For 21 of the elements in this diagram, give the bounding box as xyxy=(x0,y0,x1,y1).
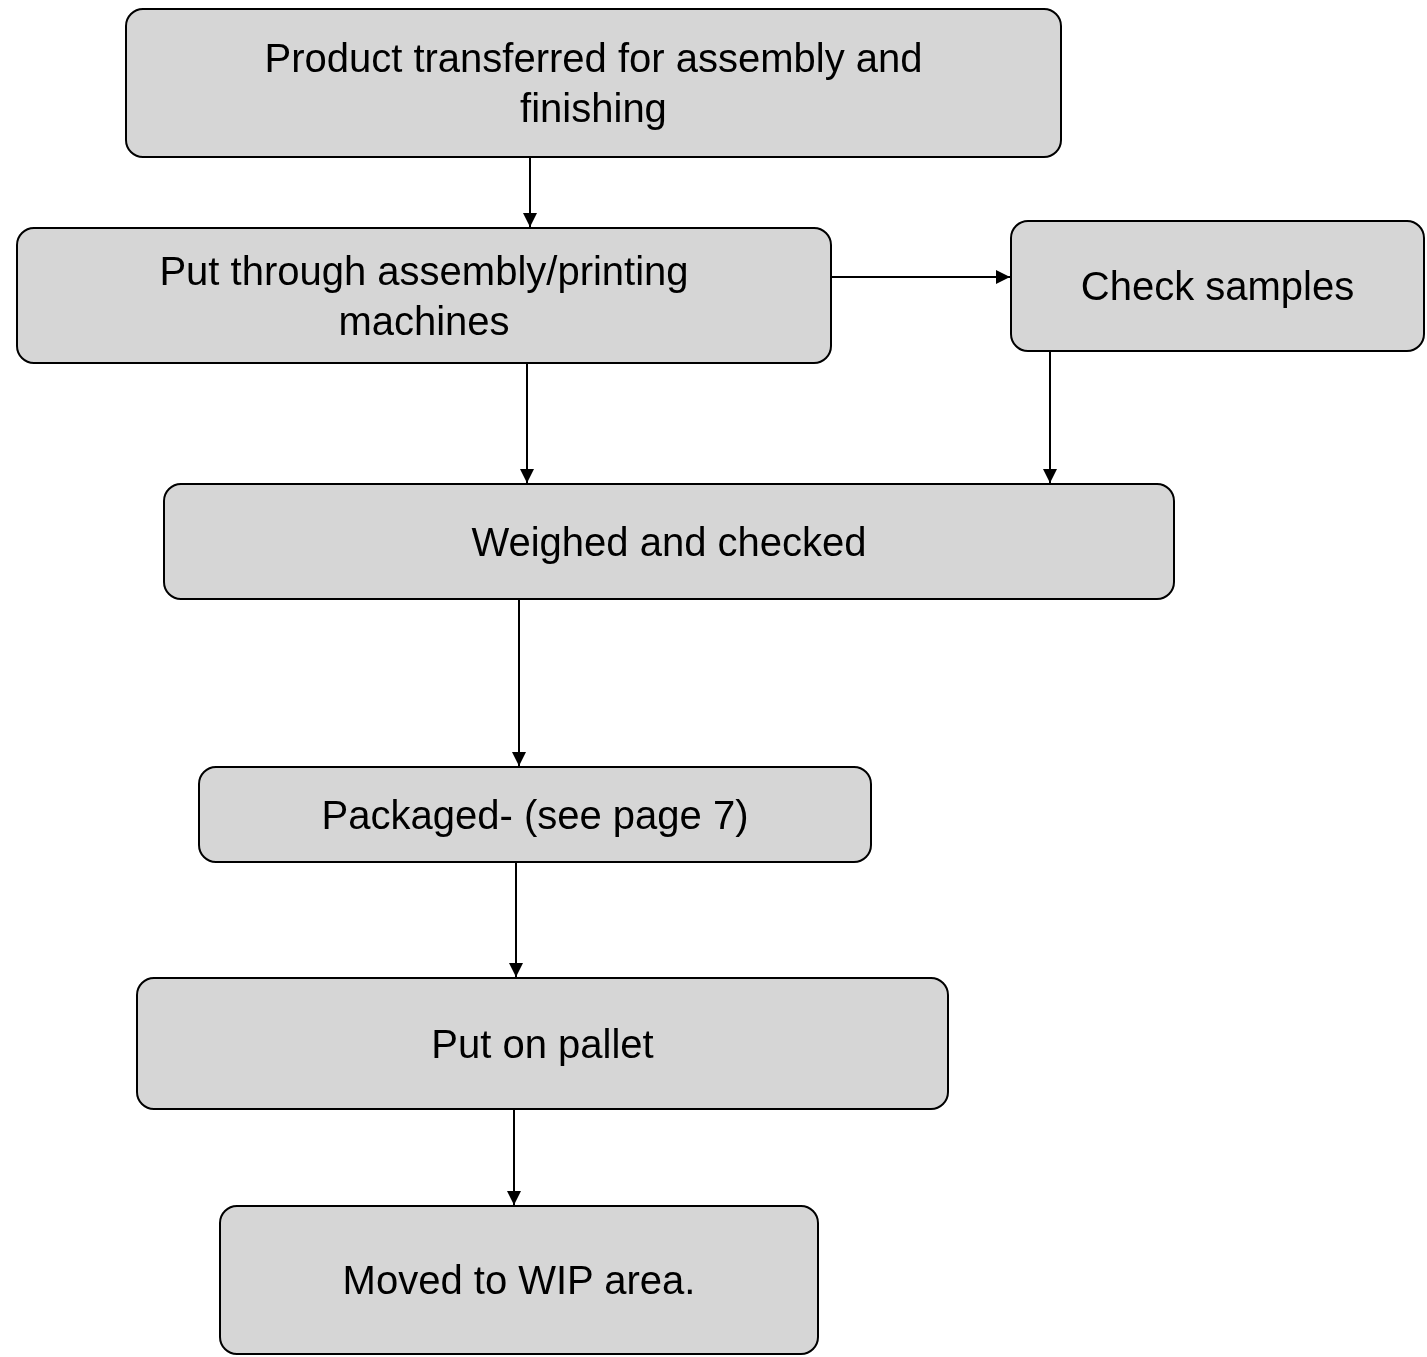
process-box xyxy=(16,227,832,364)
box-label: Product transferred for assembly and finishing xyxy=(263,35,924,132)
process-box xyxy=(125,8,1062,158)
box-label: Put on pallet xyxy=(431,1020,654,1068)
arrow xyxy=(512,599,526,767)
arrow xyxy=(507,1109,521,1206)
box-label: Packaged- (see page 7) xyxy=(321,791,749,839)
arrow xyxy=(1043,351,1057,484)
process-box xyxy=(1010,220,1425,352)
arrow xyxy=(523,157,537,228)
arrow xyxy=(520,363,534,484)
process-box xyxy=(198,766,872,863)
box-label: Put through assembly/printing machines xyxy=(158,247,690,345)
arrow xyxy=(831,270,1011,284)
process-box xyxy=(219,1205,819,1355)
box-label: Moved to WIP area. xyxy=(342,1257,696,1304)
box-label: Check samples xyxy=(1080,263,1355,310)
box-label: Weighed and checked xyxy=(471,518,867,566)
arrow xyxy=(509,862,523,978)
process-box xyxy=(163,483,1175,600)
process-box xyxy=(136,977,949,1110)
